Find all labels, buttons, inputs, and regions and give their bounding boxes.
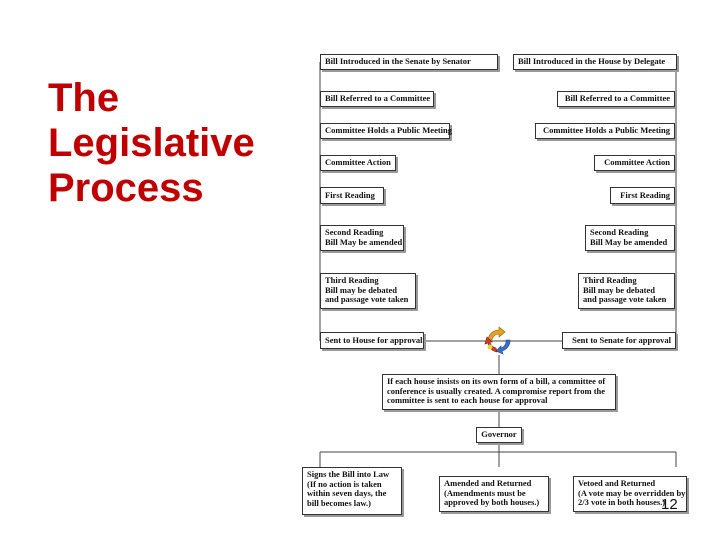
senate-step-referred: Bill Referred to a Committee — [320, 91, 434, 107]
title-line-2: Legislative — [48, 121, 255, 165]
recycle-arrows-icon — [482, 326, 516, 356]
house-step-first-reading: First Reading — [610, 187, 675, 204]
outcome-signs-into-law: Signs the Bill into Law(If no action is … — [302, 467, 402, 515]
title-line-1: The — [48, 76, 120, 120]
house-step-referred: Bill Referred to a Committee — [557, 91, 675, 107]
title-line-3: Process — [48, 166, 204, 210]
page-number: 12 — [661, 496, 678, 513]
house-step-sent-to-senate: Sent to Senate for approval — [562, 332, 676, 349]
conference-committee-note: If each house insists on its own form of… — [382, 374, 616, 410]
senate-step-public-meeting: Committee Holds a Public Meeting — [320, 123, 452, 139]
outcome-vetoed-returned: Vetoed and Returned(A vote may be overri… — [573, 476, 687, 512]
house-step-committee-action: Committee Action — [594, 155, 675, 171]
senate-step-first-reading: First Reading — [320, 187, 384, 204]
senate-step-committee-action: Committee Action — [320, 155, 396, 171]
senate-step-introduced: Bill Introduced in the Senate by Senator — [320, 54, 498, 70]
house-step-introduced: Bill Introduced in the House by Delegate — [513, 54, 677, 70]
senate-step-sent-to-house: Sent to House for approval — [320, 332, 424, 349]
slide-title: The Legislative Process — [48, 76, 288, 211]
house-step-public-meeting: Committee Holds a Public Meeting — [535, 123, 675, 139]
governor-box: Governor — [476, 427, 522, 443]
